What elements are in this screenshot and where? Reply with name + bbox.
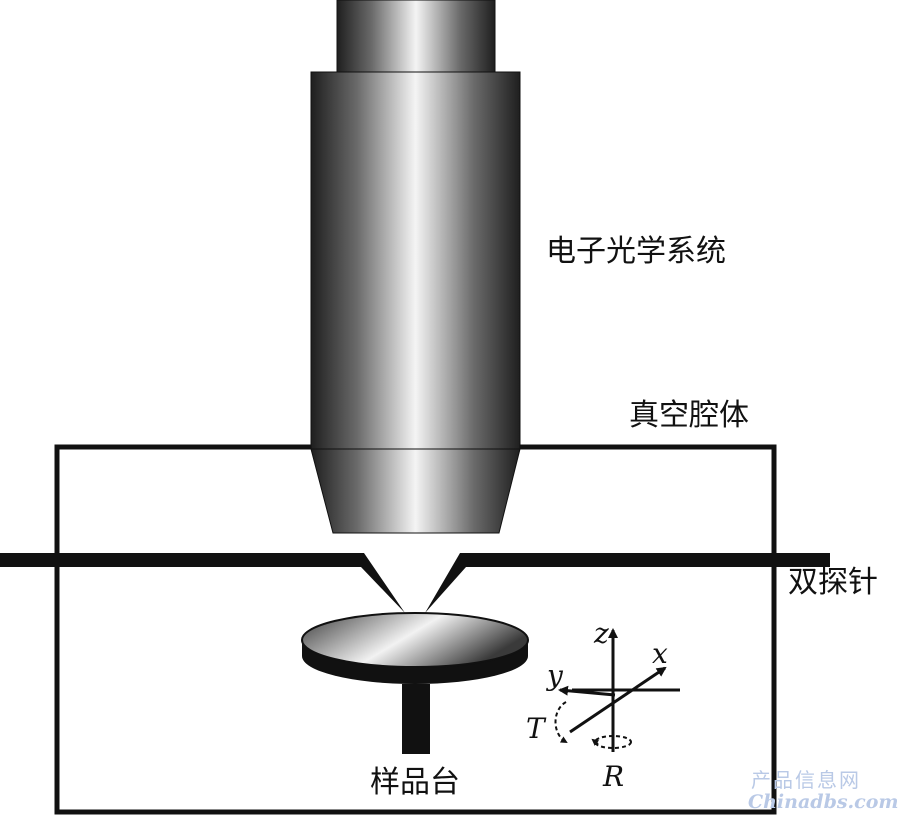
x-axis [569, 666, 667, 734]
tilt-label: T [526, 712, 545, 745]
y-axis-label: y [547, 659, 563, 692]
electron-optics-column [310, 0, 521, 534]
x-axis-label: x [652, 637, 668, 670]
right-probe [425, 553, 830, 613]
dual-probes [0, 553, 830, 613]
rotation-arrow [594, 735, 632, 749]
vacuum-chamber-label: 真空腔体 [629, 398, 749, 433]
rotate-label: R [603, 760, 625, 793]
y-axis [558, 685, 616, 697]
left-probe [0, 553, 405, 613]
coordinate-axes [554, 628, 680, 752]
dual-probes-label: 双探针 [788, 565, 878, 600]
z-axis-label: z [594, 617, 609, 650]
tilt-rotation-arrow [554, 701, 568, 743]
sample-stage [301, 612, 529, 754]
watermark-en: Chinadbs.com [748, 791, 899, 813]
sample-stage-label: 样品台 [370, 765, 460, 800]
watermark-cn: 产品信息网 [751, 768, 861, 792]
electron-optics-label: 电子光学系统 [546, 234, 726, 269]
